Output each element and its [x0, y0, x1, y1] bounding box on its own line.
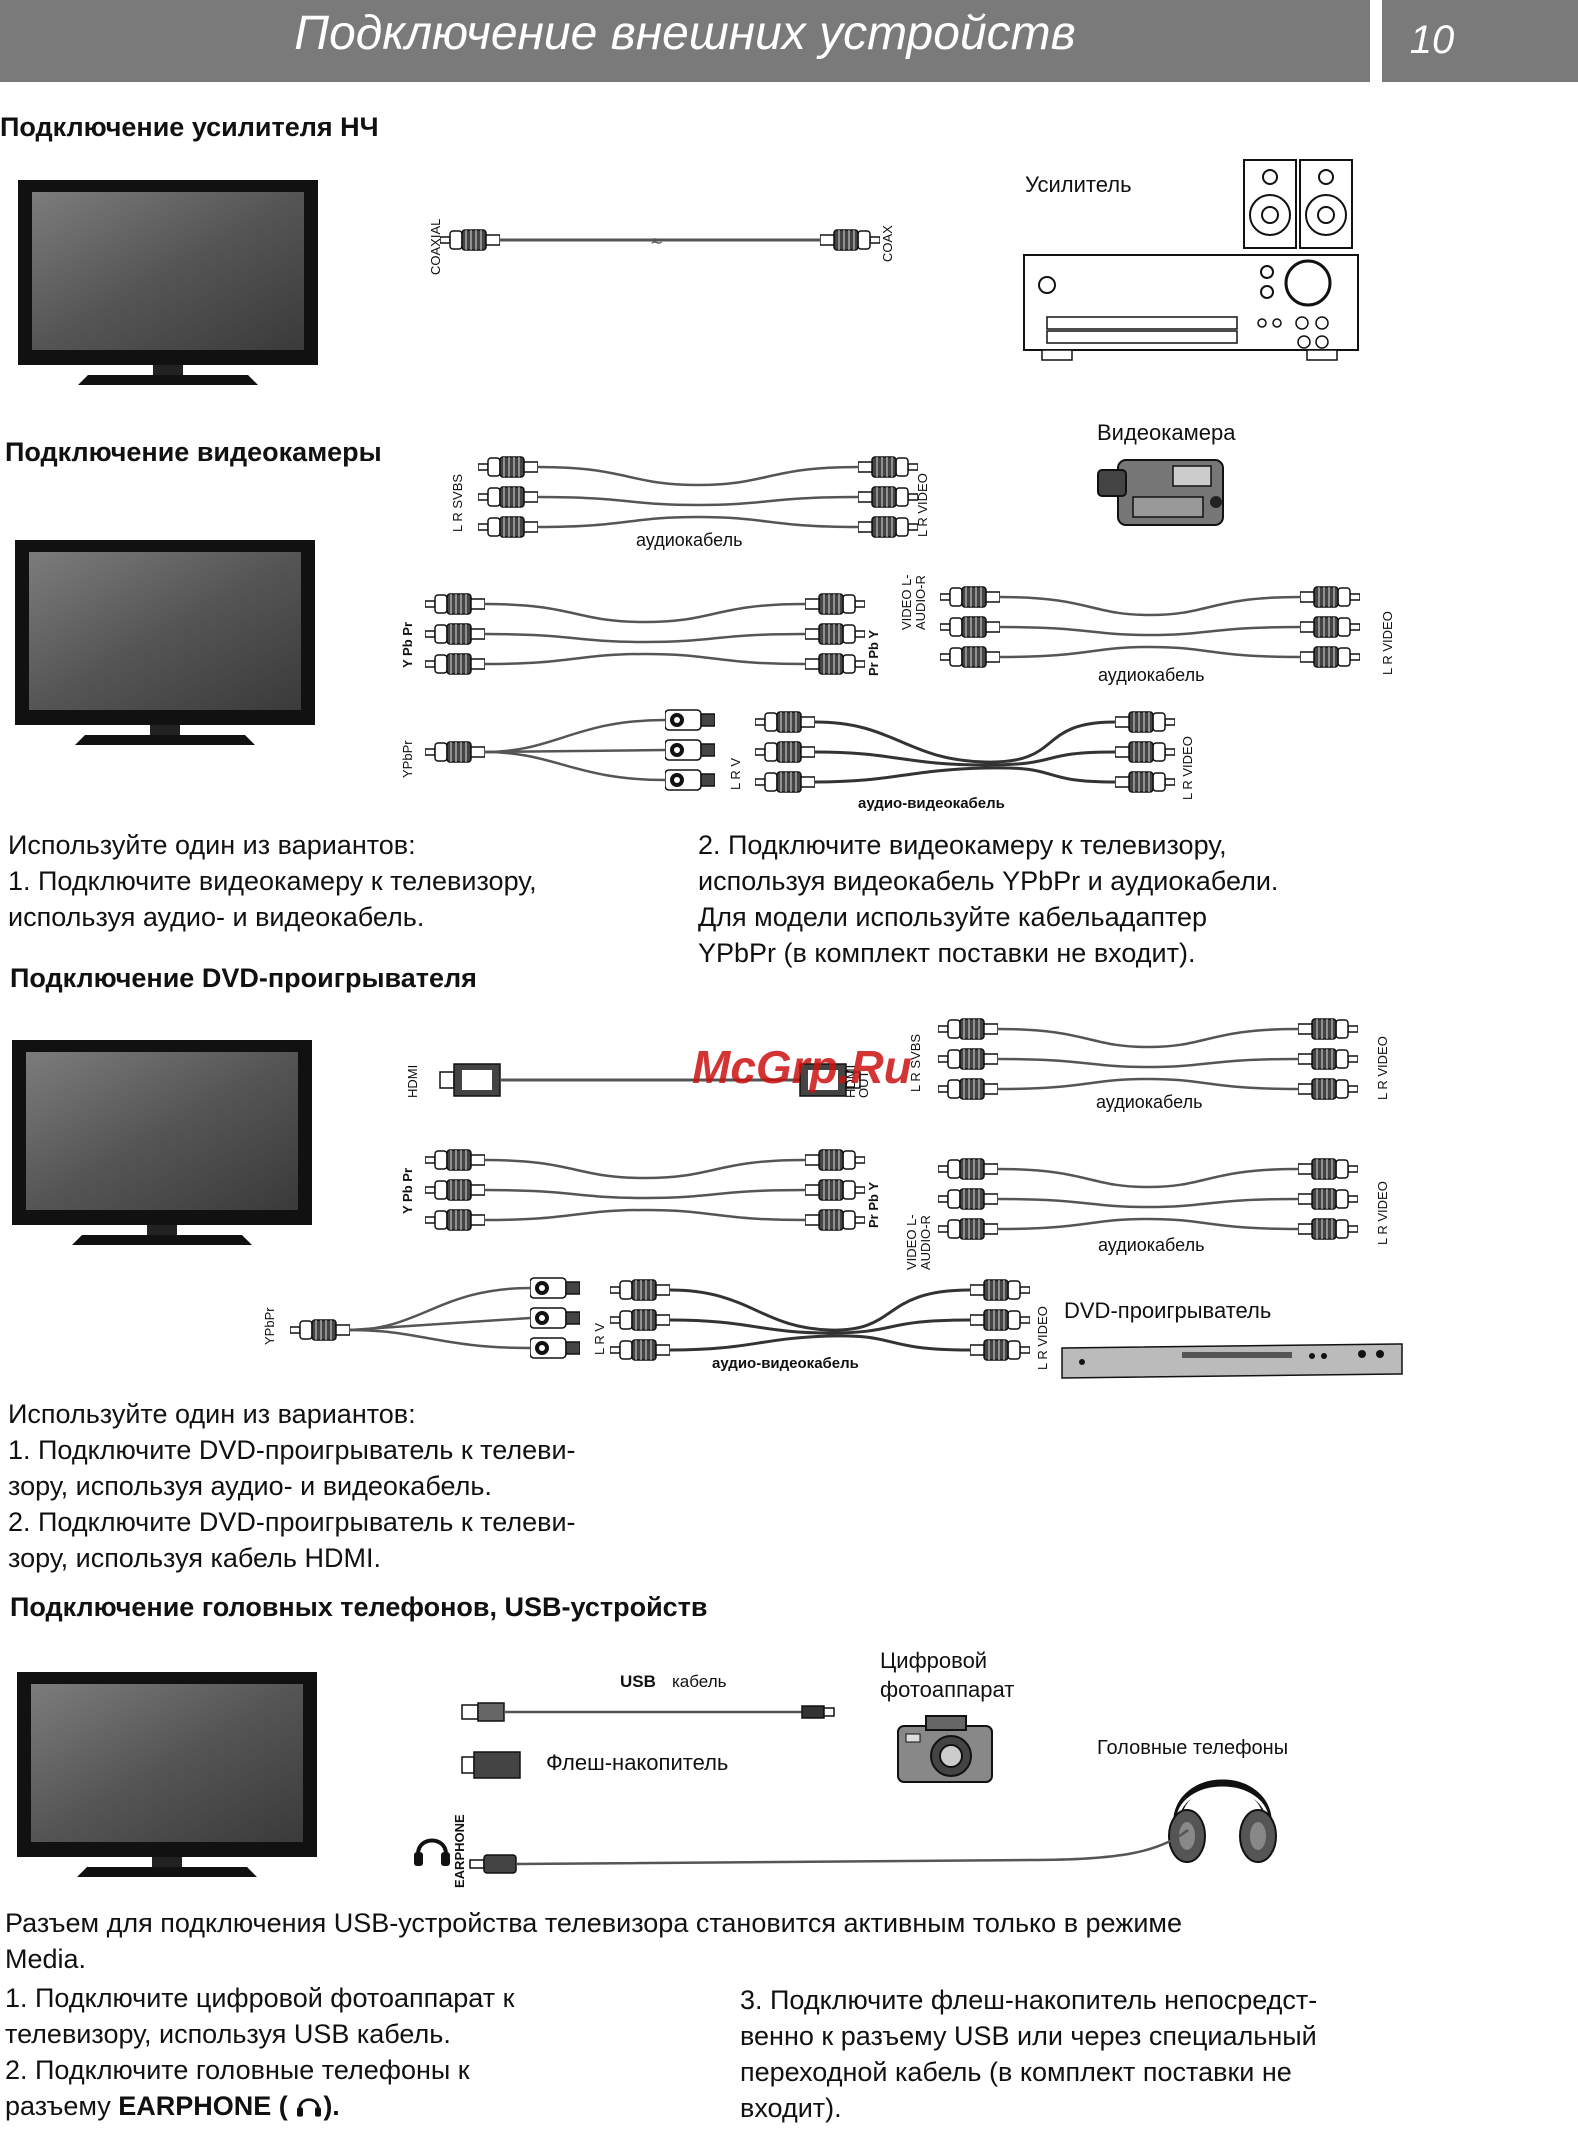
camcorder-icon — [1097, 459, 1224, 526]
tv-icon — [12, 1040, 312, 1250]
av-cable-camcorder-1 — [478, 455, 918, 551]
camera-label-line1: Цифровой — [880, 1648, 988, 1673]
tv-icon — [18, 180, 318, 390]
flash-drive-label: Флеш-накопитель — [546, 1750, 729, 1775]
audio-cable-dvd-2 — [938, 1157, 1358, 1253]
amplifier-icon — [1023, 159, 1359, 361]
cable-label: L R VIDEO — [1375, 1036, 1390, 1100]
audio-cable-label: аудиокабель — [1096, 1092, 1203, 1112]
cable-label: L R VIDEO — [1380, 611, 1395, 675]
av-splitter-cable-camcorder — [425, 709, 1365, 800]
coaxial-label: COAXIAL — [428, 218, 443, 275]
audio-cable-label: аудиокабель — [1098, 1235, 1205, 1255]
av-splitter-cable-dvd — [290, 1277, 1030, 1368]
cable-label: YPbPr — [400, 740, 415, 778]
audio-cable-camcorder-2 — [940, 585, 1360, 681]
earphone-port-label: EARPHONE — [452, 1814, 467, 1888]
amplifier-label: Усилитель — [1025, 172, 1132, 197]
usb-text-left: 1. Подключите цифровой фотоаппарат к тел… — [5, 1983, 515, 2121]
section-title-dvd: Подключение DVD-проигрывателя — [10, 963, 477, 993]
hdmi-label: HDMI — [405, 1064, 420, 1098]
cable-label: L R SVBS — [450, 473, 465, 532]
cable-label: L R V — [728, 757, 743, 790]
usb-text-right: 3. Подключите флеш-накопитель непосредст… — [740, 1985, 1318, 2123]
dvd-text: Используйте один из вариантов: 1. Подклю… — [8, 1399, 576, 1573]
cable-label: L R VIDEO — [1180, 736, 1195, 800]
usb-cable — [461, 1702, 835, 1722]
page-title: Подключение внешних устройств — [294, 7, 1076, 60]
hdmi-cable — [439, 1063, 861, 1097]
audio-cable-label: аудиокабель — [1098, 665, 1205, 685]
usb-label: USB — [620, 1672, 656, 1691]
cable-label: L R V — [592, 1322, 607, 1355]
headphone-jack-icon — [414, 1838, 450, 1866]
ypbpr-cable-camcorder — [425, 592, 865, 688]
av-cable-label: аудио-видеокабель — [712, 1355, 859, 1372]
dvd-player-label: DVD-проигрыватель — [1064, 1298, 1272, 1323]
cable-label: YPbPr — [262, 1307, 277, 1345]
section-title-usb: Подключение головных телефонов, USB-устр… — [10, 1592, 708, 1622]
page-number: 10 — [1409, 18, 1455, 62]
cable-label: L R VIDEO — [915, 473, 930, 537]
camera-label-line2: фотоаппарат — [880, 1677, 1015, 1702]
av-cable-dvd-1 — [938, 1017, 1358, 1113]
usb-cable-label: кабель — [672, 1672, 727, 1691]
tv-icon — [15, 540, 315, 750]
headphone-inline-icon — [297, 2098, 322, 2117]
dvd-player-icon — [1061, 1343, 1403, 1379]
digital-camera-icon — [897, 1715, 993, 1783]
cable-label: VIDEO L-AUDIO-R — [904, 1214, 933, 1270]
camcorder-text-right: 2. Подключите видеокамеру к телевизору, … — [698, 830, 1279, 968]
audio-cable-label: аудиокабель — [636, 530, 743, 550]
cable-label: L R VIDEO — [1375, 1181, 1390, 1245]
av-cable-label: аудио-видеокабель — [858, 795, 1005, 812]
section-title-camcorder: Подключение видеокамеры — [5, 437, 382, 467]
tv-icon — [17, 1672, 317, 1882]
camcorder-text-left: Используйте один из вариантов: 1. Подклю… — [8, 830, 537, 932]
watermark: McGrp.Ru — [692, 1041, 912, 1093]
headphones-label: Головные телефоны — [1097, 1737, 1289, 1759]
page-number-box — [1382, 0, 1578, 82]
cable-label: L R SVBS — [908, 1033, 923, 1092]
section-title-amp: Подключение усилителя НЧ — [0, 112, 379, 142]
svg-text:≈: ≈ — [650, 231, 663, 250]
coaxial-cable: ≈ — [440, 229, 880, 251]
headphone-cable — [469, 1829, 1189, 1874]
camcorder-label: Видеокамера — [1097, 420, 1236, 445]
flash-drive-icon — [461, 1751, 521, 1779]
cable-label: Pr Pb Y — [866, 1181, 881, 1228]
usb-note: Разъем для подключения USB-устройства те… — [5, 1908, 1182, 1974]
coax-label: COAX — [880, 225, 895, 262]
cable-label: Y Pb Pr — [400, 621, 415, 668]
header-bar — [0, 0, 1370, 82]
ypbpr-cable-dvd — [425, 1148, 865, 1244]
cable-label: L R VIDEO — [1035, 1306, 1050, 1370]
headphones-icon — [1168, 1779, 1277, 1863]
cable-label: Y Pb Pr — [400, 1167, 415, 1214]
cable-label: Pr Pb Y — [866, 629, 881, 676]
cable-label: VIDEO L-AUDIO-R — [899, 574, 928, 630]
